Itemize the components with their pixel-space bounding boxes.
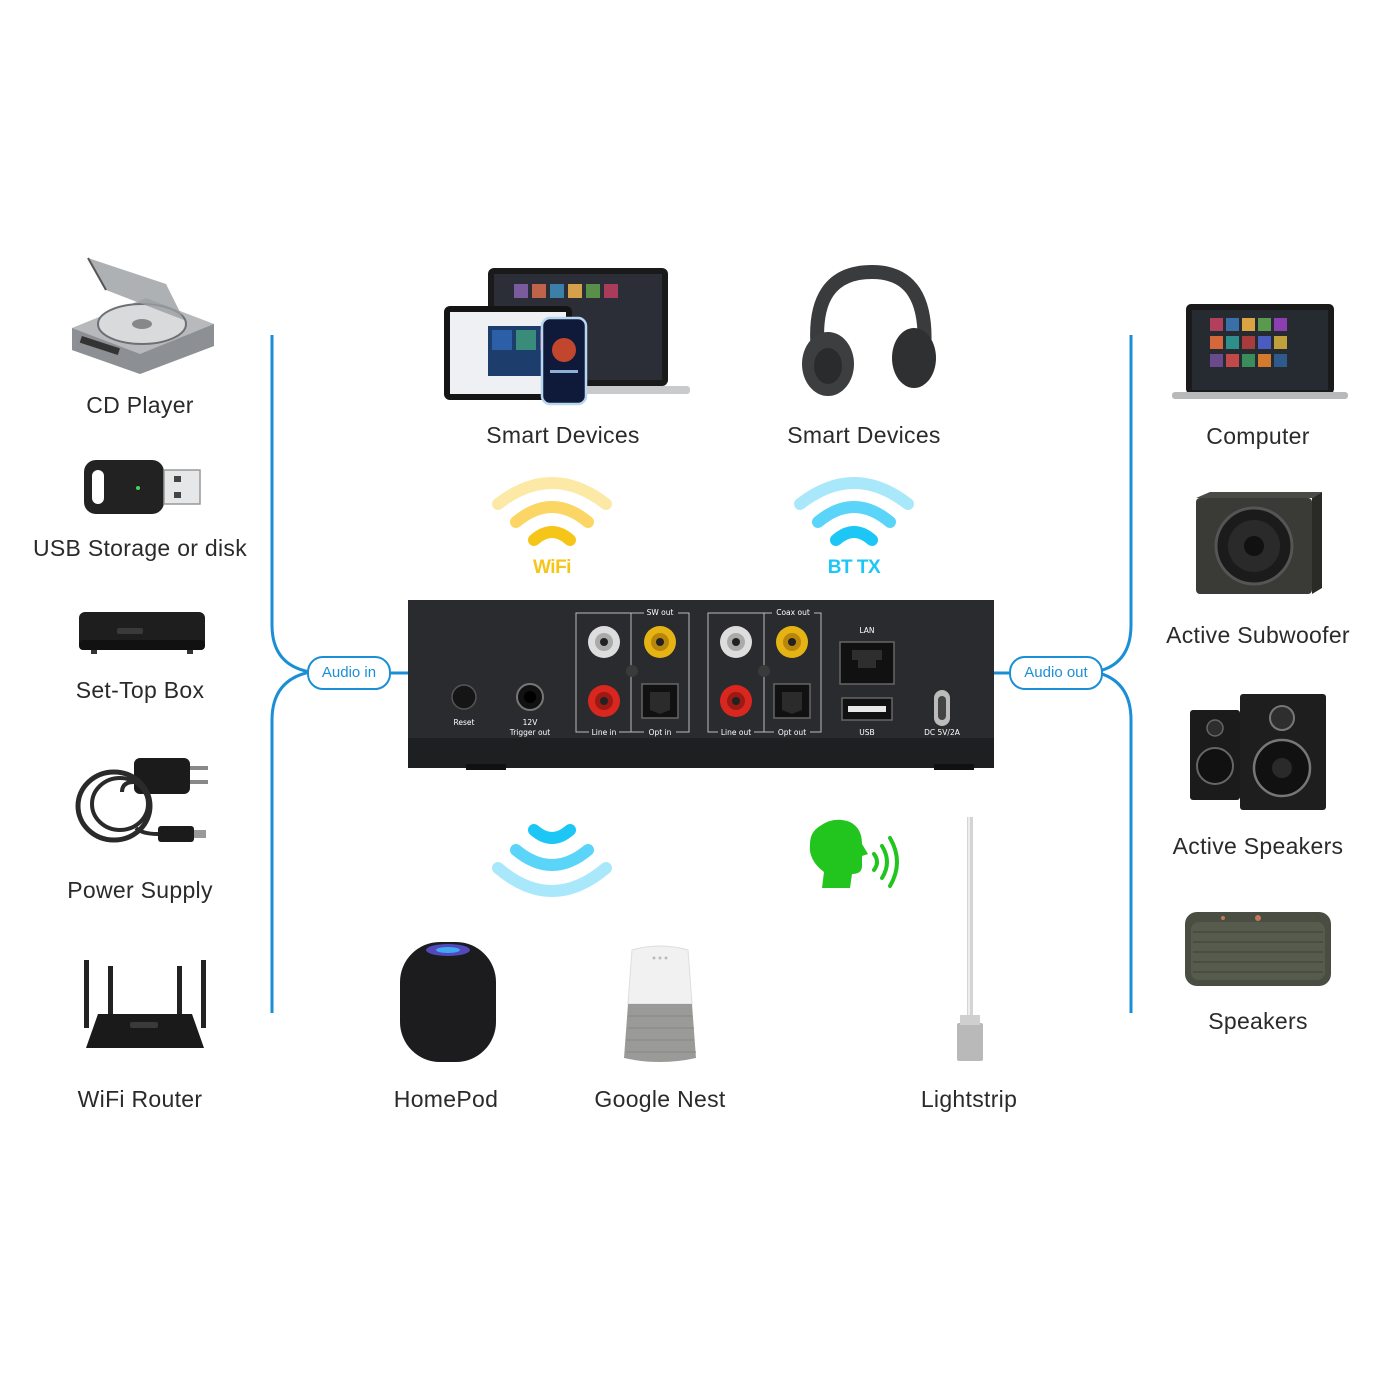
google-nest-label: Google Nest [594,1086,726,1112]
set-top-box-icon [79,612,205,654]
dc-label: DC 5V/2A [924,728,961,737]
wifi-router-icon [84,960,206,1048]
lan-label: LAN [859,626,874,635]
rca-red-out [720,685,752,717]
optical-in-port [641,683,679,719]
set-top-box-label: Set-Top Box [75,677,205,703]
opt-in-label: Opt in [649,728,672,737]
homepod-label: HomePod [393,1086,499,1112]
reset-label: Reset [454,718,475,727]
rca-white-out [720,626,752,658]
voice-control-icon [809,819,899,888]
lan-port [839,641,895,685]
cd-player-label: CD Player [86,392,194,418]
line-in-label: Line in [592,728,617,737]
smart-devices-label-2: Smart Devices [787,422,941,448]
lightstrip-label: Lightstrip [920,1086,1018,1112]
power-supply-label: Power Supply [67,877,213,903]
opt-out-label: Opt out [778,728,806,737]
usb-label: USB [859,728,874,737]
laptop-icon [1172,304,1348,399]
usb-storage-label: USB Storage or disk [32,535,248,561]
audio-out-pill: Audio out [1009,656,1103,690]
rca-red-in [588,685,620,717]
line-out-label: Line out [721,728,751,737]
portable-speaker-icon [1185,912,1331,986]
subwoofer-icon [1196,492,1322,594]
wireless-waves-icon [492,824,612,897]
trigger-jack [516,683,544,711]
headphones-icon [802,264,936,396]
power-supply-icon [75,758,208,843]
active-speakers-label: Active Speakers [1172,833,1344,859]
trigger-out-label: Trigger out [509,728,551,737]
active-subwoofer-label: Active Subwoofer [1166,622,1350,648]
streamer-back-panel: Reset 12V Trigger out SW out Line in Opt… [408,600,994,770]
lightstrip-icon [957,817,983,1061]
wifi-waves-icon [492,477,612,546]
rca-yellow-coax [776,626,808,658]
bookshelf-speakers-icon [1190,694,1326,810]
bt-tx-label: BT TX [827,557,881,578]
bluetooth-waves-icon [794,477,914,546]
computer-label: Computer [1206,423,1310,449]
optical-out-port [773,683,811,719]
dc-power-port [934,690,950,726]
wifi-router-label: WiFi Router [77,1086,203,1112]
rca-yellow-sw [644,626,676,658]
smart-devices-label-1: Smart Devices [486,422,640,448]
audio-in-pill: Audio in [307,656,391,690]
speakers-label: Speakers [1208,1008,1308,1034]
usb-drive-icon [84,460,201,514]
wifi-label: WiFi [533,557,571,578]
homepod-icon [400,942,496,1062]
cd-player-icon [72,257,214,374]
trigger-12v-label: 12V [523,718,539,727]
usb-port [841,697,893,721]
tablet-laptop-phone-icon [444,268,690,406]
reset-button [451,684,477,710]
google-nest-icon [624,945,696,1062]
coax-out-label: Coax out [776,608,810,617]
sw-out-label: SW out [647,608,674,617]
rca-white-in [588,626,620,658]
